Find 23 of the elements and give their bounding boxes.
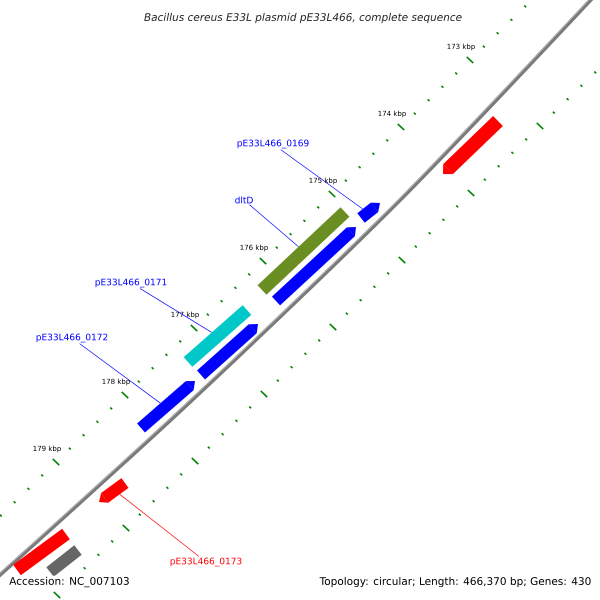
gene-feature-block <box>46 545 82 577</box>
gene-label: pE33L466_0173 <box>170 558 242 566</box>
leader-line <box>249 204 299 247</box>
leader-line <box>79 343 161 404</box>
gene-feature-block <box>13 528 70 576</box>
title: Bacillus cereus E33L plasmid pE33L466, complete sequence <box>144 12 462 24</box>
gene-label: pE33L466_0172 <box>36 334 108 342</box>
footer-text: Accession: NC_007103 <box>8 576 131 588</box>
gene-feature-block <box>357 202 380 223</box>
gene-feature-block <box>272 227 356 306</box>
gene-feature-block <box>443 116 503 174</box>
footer-text: Topology: circular; Length: 466,370 bp; Genes: 430 <box>320 576 591 588</box>
leader-line <box>120 494 200 557</box>
gene-feature-block <box>258 207 350 295</box>
gene-label: pE33L466_0169 <box>238 140 309 148</box>
gene-feature-block <box>137 381 195 433</box>
gene-label: dltD <box>235 196 253 204</box>
gene-feature-block <box>99 478 129 503</box>
gene-feature-block <box>184 305 252 367</box>
leader-line <box>140 288 212 333</box>
gene-label: pE33L466_0171 <box>96 278 166 288</box>
leader-line <box>280 149 363 210</box>
gene-feature-block <box>197 324 258 380</box>
